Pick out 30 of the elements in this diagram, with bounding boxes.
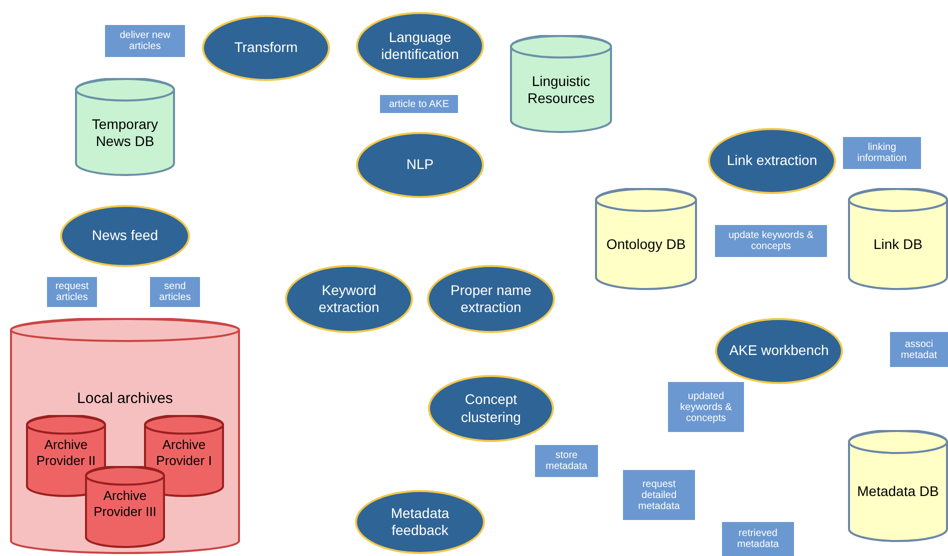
node-label: Language identification <box>380 28 460 64</box>
node-label: Linguistic Resources <box>526 72 596 108</box>
flow-tag: deliver new articles <box>105 25 185 57</box>
flow-tag: article to AKE <box>380 95 458 113</box>
flow-tag: store metadata <box>535 445 598 477</box>
flow-tag: request detailed metadata <box>623 470 695 520</box>
flow-tag: retrieved metadata <box>722 522 794 556</box>
node-label: Keyword extraction <box>318 282 380 316</box>
node-label: Link DB <box>873 236 923 254</box>
node-label: Concept clustering <box>460 391 522 426</box>
node-label: Metadata DB <box>857 483 939 501</box>
node-label: AKE workbench <box>729 342 829 360</box>
flow-tag: send articles <box>150 277 200 307</box>
node-label: Temporary News DB <box>90 116 160 150</box>
node-label: Ontology DB <box>606 236 686 254</box>
flow-tag: associ metadat <box>890 332 948 367</box>
node-label: Archive Provider III <box>92 488 158 520</box>
node-label: Archive Provider I <box>155 437 213 470</box>
node-label: NLP <box>406 156 434 174</box>
node-label: Link extraction <box>726 152 818 170</box>
flow-tag: request articles <box>47 277 97 307</box>
flow-tag: linking information <box>843 137 921 169</box>
node-label: Transform <box>234 39 298 57</box>
node-label: News feed <box>92 227 158 245</box>
node-label: Local archives <box>77 390 173 409</box>
node-label: Archive Provider II <box>35 437 97 470</box>
node-label: Metadata feedback <box>390 504 450 540</box>
flow-tag: update keywords & concepts <box>715 225 827 257</box>
flow-tag: updated keywords & concepts <box>668 382 744 432</box>
node-label: Proper name extraction <box>450 282 532 316</box>
